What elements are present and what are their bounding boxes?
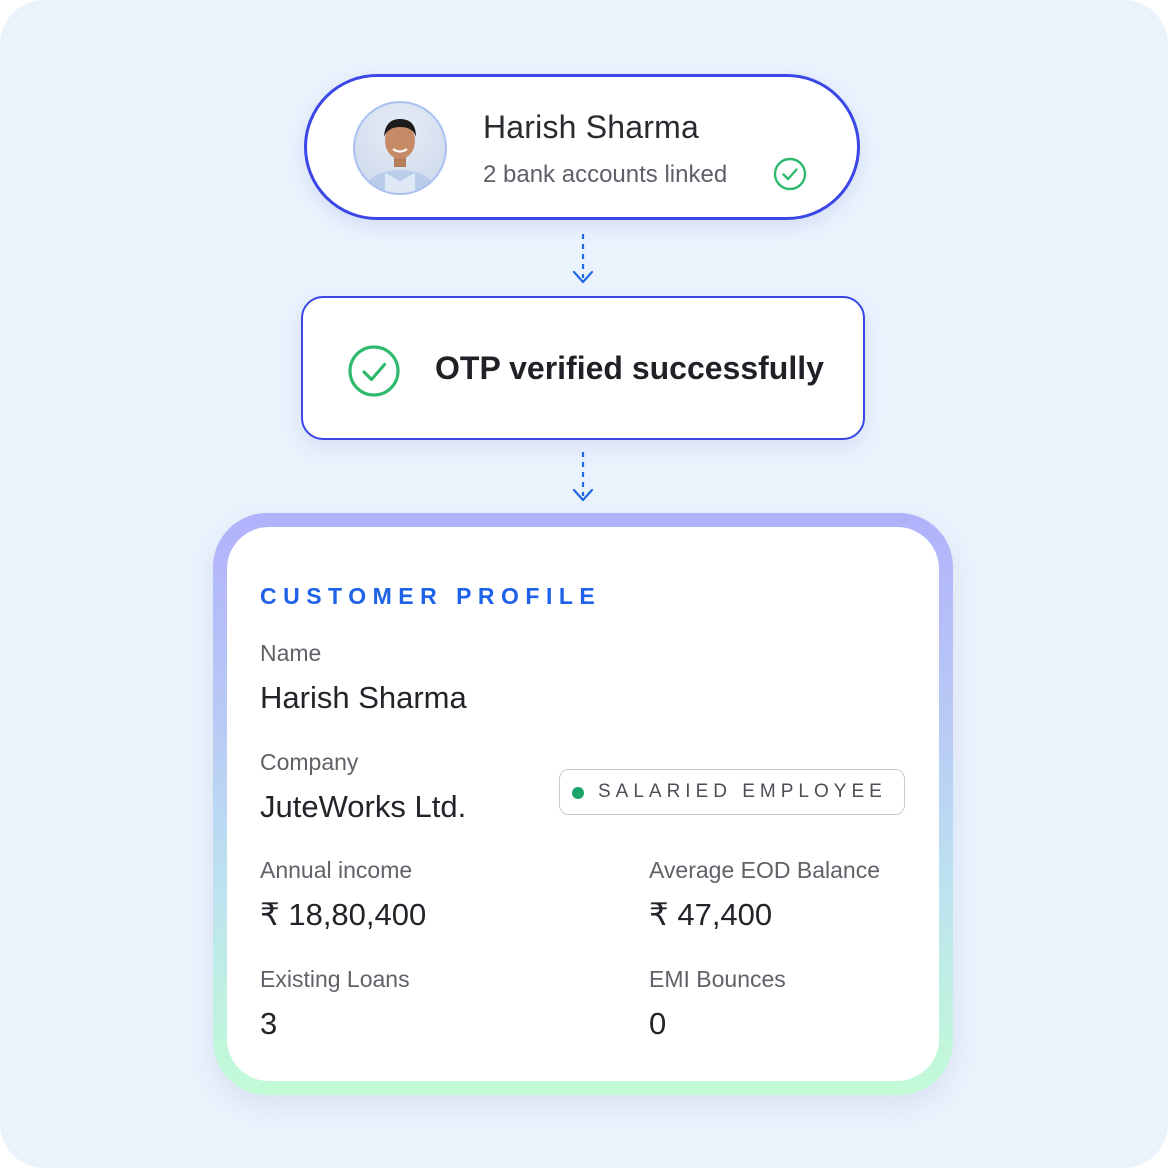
annual-income-value: ₹ 18,80,400 xyxy=(260,897,427,932)
existing-loans-label: Existing Loans xyxy=(260,966,410,992)
existing-loans-value: 3 xyxy=(260,1006,278,1041)
annual-income-label: Annual income xyxy=(260,857,413,883)
user-name: Harish Sharma xyxy=(483,109,700,145)
dashed-arrow-down-icon xyxy=(572,452,594,502)
eod-balance-value: ₹ 47,400 xyxy=(649,897,773,932)
company-value: JuteWorks Ltd. xyxy=(260,789,467,824)
customer-profile-body: CUSTOMER PROFILE Name Harish Sharma Comp… xyxy=(227,527,939,1081)
profile-heading: CUSTOMER PROFILE xyxy=(260,583,602,609)
employment-status-text: SALARIED EMPLOYEE xyxy=(598,781,887,802)
check-circle-icon xyxy=(773,157,807,191)
name-label: Name xyxy=(260,640,322,666)
otp-status-card: OTP verified successfully xyxy=(301,296,865,440)
name-value: Harish Sharma xyxy=(260,680,467,715)
status-dot-icon xyxy=(572,787,584,799)
avatar xyxy=(353,101,447,195)
customer-profile-card: CUSTOMER PROFILE Name Harish Sharma Comp… xyxy=(213,513,953,1095)
dashed-arrow-down-icon xyxy=(572,234,594,284)
emi-bounces-value: 0 xyxy=(649,1006,667,1041)
linked-accounts-text: 2 bank accounts linked xyxy=(483,161,728,188)
emi-bounces-label: EMI Bounces xyxy=(649,966,786,992)
user-account-pill[interactable]: Harish Sharma 2 bank accounts linked xyxy=(304,74,860,220)
company-label: Company xyxy=(260,749,359,775)
otp-verified-message: OTP verified successfully xyxy=(435,350,824,386)
employment-status-badge: SALARIED EMPLOYEE xyxy=(559,769,905,815)
eod-balance-label: Average EOD Balance xyxy=(649,857,880,883)
check-circle-icon xyxy=(348,345,400,397)
